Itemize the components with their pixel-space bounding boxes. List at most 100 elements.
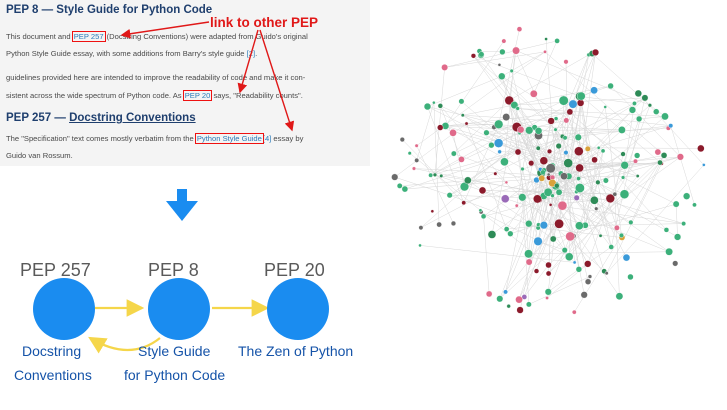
network-edge [548, 178, 579, 193]
network-edge [544, 51, 665, 156]
network-edge [486, 111, 570, 133]
network-edge [480, 211, 549, 266]
network-edge [430, 132, 520, 176]
network-edge [528, 276, 591, 305]
node-title-pep8: PEP 8 [148, 260, 199, 280]
network-node [520, 166, 525, 172]
network-edge [409, 152, 481, 211]
network-node [503, 226, 510, 232]
arrow-to-pep257-link [120, 21, 210, 39]
network-node [697, 144, 705, 153]
network-node [391, 173, 399, 181]
network-edge [597, 150, 604, 183]
network-node [576, 91, 586, 101]
network-node [576, 99, 585, 107]
network-edge [444, 51, 546, 68]
network-edge [495, 173, 607, 274]
network-node [458, 98, 465, 105]
pep8-paragraph-line: This document and PEP 257 (Docstring Con… [6, 31, 308, 42]
pep257-paragraph-line: Guido van Rossum. [6, 151, 73, 160]
network-node [449, 129, 457, 137]
pep257-link[interactable]: PEP 257 [71, 31, 106, 42]
ref-4-link[interactable]: [4] [262, 134, 272, 143]
network-node [414, 157, 420, 163]
network-node [488, 142, 495, 149]
node-pep20 [267, 278, 329, 340]
network-node [557, 200, 568, 211]
network-node [487, 230, 497, 239]
python-style-guide-link[interactable]: Python Style Guide [194, 133, 264, 144]
network-node [702, 163, 706, 167]
network-edge [499, 197, 577, 299]
network-node [596, 146, 601, 150]
pep20-link[interactable]: PEP 20 [182, 90, 213, 101]
network-edge [528, 251, 670, 255]
network-node [401, 185, 409, 193]
network-edge [473, 55, 535, 128]
network-node [500, 157, 509, 167]
network-edge [606, 163, 662, 274]
pep-network-graph [391, 26, 706, 315]
network-node [602, 177, 609, 184]
network-edge [517, 108, 671, 126]
network-node [507, 230, 514, 237]
network-node [439, 173, 444, 178]
network-node [618, 126, 626, 134]
network-node [525, 220, 533, 228]
network-node [504, 180, 509, 185]
network-node [396, 183, 403, 189]
network-edge [574, 235, 622, 313]
network-edge [558, 163, 569, 224]
network-node [432, 172, 438, 177]
network-node [608, 244, 614, 250]
arrow-to-style-guide-link [259, 29, 295, 132]
network-edge [522, 185, 556, 198]
network-edge [610, 85, 681, 158]
network-node [591, 48, 600, 56]
network-node [565, 231, 575, 242]
network-node [450, 150, 457, 157]
network-node [657, 159, 663, 166]
network-node [568, 99, 578, 109]
network-node [538, 174, 546, 182]
network-node [672, 260, 679, 267]
network-edge [416, 51, 546, 146]
network-node [525, 258, 533, 266]
diagram-nodes [33, 278, 329, 340]
network-node [563, 158, 573, 168]
network-node [514, 203, 519, 208]
network-node [633, 158, 638, 164]
network-edge [578, 246, 612, 270]
network-node [563, 150, 569, 156]
network-node [516, 306, 524, 314]
network-node [498, 72, 506, 80]
network-edge [402, 139, 464, 203]
network-edge [564, 97, 646, 138]
network-node [554, 183, 560, 189]
pep257-title: PEP 257 — Docstring Conventions [6, 112, 196, 124]
network-node [515, 295, 523, 304]
network-edge [453, 100, 564, 154]
network-edge [585, 156, 681, 226]
network-node [528, 160, 535, 167]
network-node [430, 209, 435, 213]
network-edge [616, 155, 665, 228]
network-node [502, 113, 511, 121]
network-edge [587, 118, 640, 264]
network-node [418, 225, 424, 231]
network-node [622, 253, 631, 262]
network-edge [416, 145, 454, 224]
network-edge [614, 154, 624, 195]
annotation-label: link to other PEP [210, 15, 319, 30]
network-node [545, 163, 556, 174]
network-node [661, 112, 669, 121]
network-edge [543, 54, 589, 161]
network-node [594, 206, 599, 211]
network-edge [499, 194, 615, 299]
network-node [533, 236, 543, 246]
network-node [573, 194, 580, 201]
network-edge [419, 245, 575, 263]
network-edge [574, 161, 636, 263]
network-node [561, 247, 568, 254]
network-node [545, 261, 552, 269]
